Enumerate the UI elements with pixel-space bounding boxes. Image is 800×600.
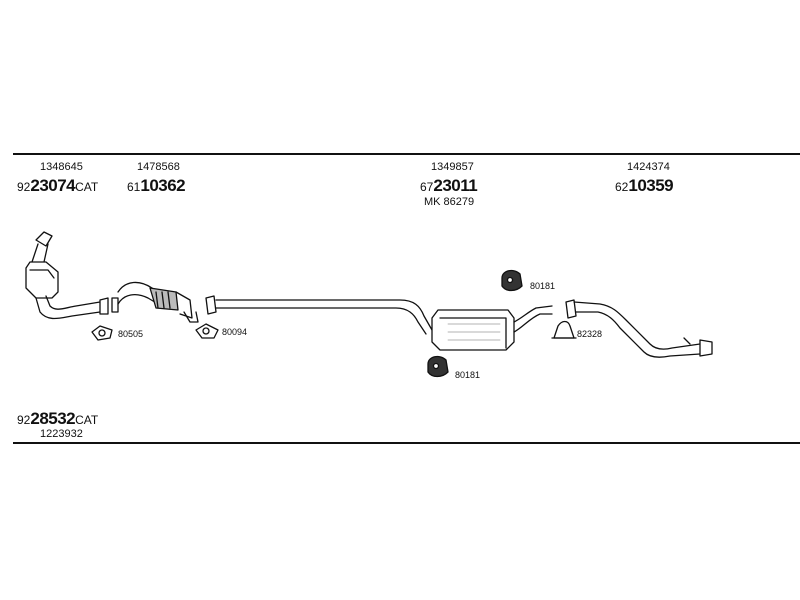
part-number-5: 9228532CAT — [17, 409, 99, 428]
rubber-hanger-80181-bottom-drawing — [427, 355, 449, 378]
oem-number-1: 1348645 — [40, 161, 83, 173]
fitting-label-80094: 80094 — [222, 327, 248, 337]
catalytic-converter-drawing — [25, 231, 109, 320]
part-number-1: 9223074CAT — [17, 176, 99, 195]
middle-pipe-drawing — [215, 299, 433, 335]
rear-pipe-drawing — [565, 299, 713, 358]
fitting-label-80181-top: 80181 — [530, 281, 556, 291]
gasket-80505-drawing — [91, 325, 113, 341]
middle-muffler-drawing — [431, 305, 553, 351]
bottom-rule — [13, 442, 800, 444]
part-number-4: 6210359 — [615, 176, 674, 195]
fitting-label-82328: 82328 — [577, 329, 603, 339]
fitting-label-80505: 80505 — [118, 329, 144, 339]
front-pipe-drawing — [111, 281, 217, 323]
gasket-80094-drawing — [195, 323, 219, 339]
oem-number-4: 1424374 — [627, 161, 670, 173]
oem-number-5: 1223932 — [40, 428, 83, 440]
oem-number-2: 1478568 — [137, 161, 180, 173]
part-number-3: 6723011 — [420, 176, 478, 195]
mounting-kit-number: MK 86279 — [424, 196, 475, 208]
part-number-2: 6110362 — [127, 176, 186, 195]
oem-number-3: 1349857 — [431, 161, 474, 173]
clamp-82328-drawing — [551, 320, 577, 339]
top-rule — [13, 153, 800, 155]
fitting-label-80181-bottom: 80181 — [455, 370, 481, 380]
rubber-hanger-80181-top-drawing — [501, 269, 523, 292]
